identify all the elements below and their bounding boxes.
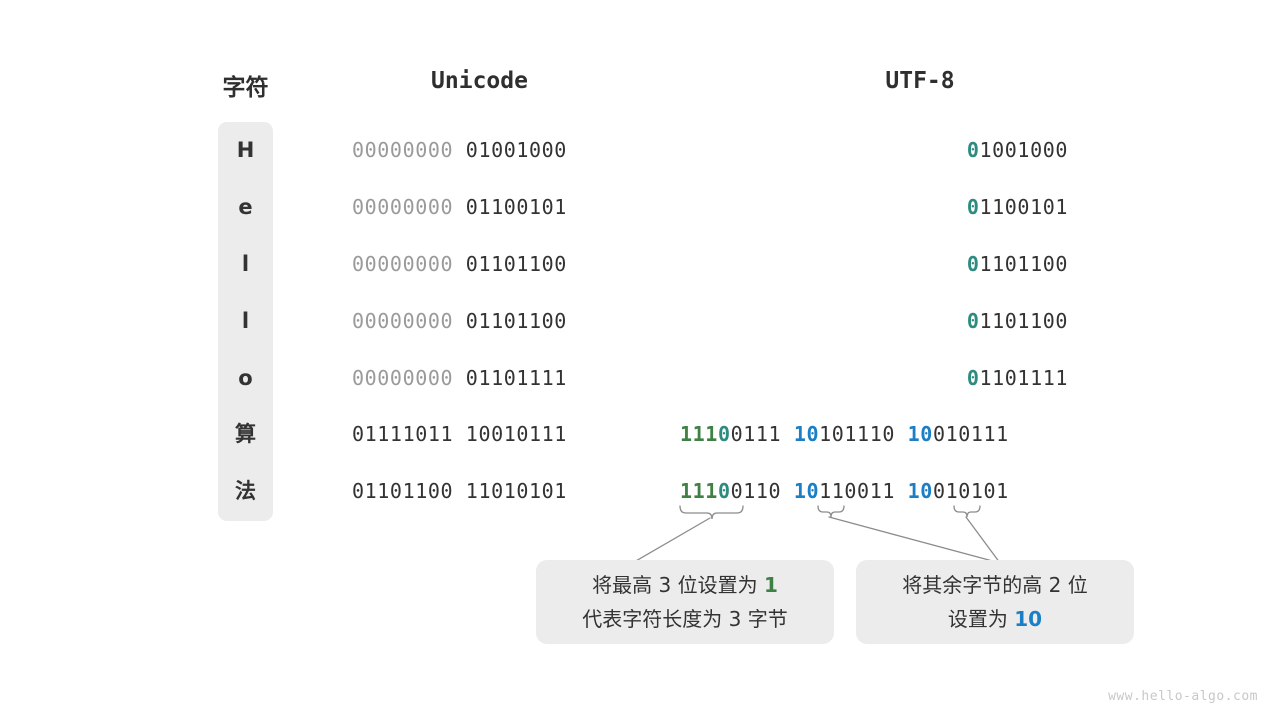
utf8-value: 01101100 [868, 252, 1068, 276]
callout-highlight-value: 10 [1014, 607, 1043, 631]
callout-line: 代表字符长度为 3 字节 [582, 607, 788, 631]
unicode-sep [453, 309, 466, 333]
utf8-payload-bits: 1101100 [979, 252, 1068, 276]
unicode-sep [453, 479, 466, 503]
utf8-length-terminator-bit: 0 [717, 479, 731, 503]
unicode-low-byte: 01101100 [465, 309, 567, 333]
unicode-sep [453, 252, 466, 276]
unicode-high-byte: 01101100 [352, 479, 454, 503]
column-header-utf8: UTF-8 [885, 68, 955, 94]
unicode-value: 01111011 10010111 [352, 422, 608, 446]
utf8-prefix-bit: 0 [966, 366, 980, 390]
callout-line: 设置为 10 [948, 602, 1042, 636]
column-header-character: 字符 [222, 75, 269, 101]
utf8-payload-bits: 010101 [932, 479, 1009, 503]
utf8-value: 11100110 10110011 10010101 [680, 479, 1070, 503]
utf8-continuation-prefix: 10 [907, 479, 933, 503]
utf8-payload-bits: 0110 [730, 479, 782, 503]
unicode-low-byte: 01101111 [465, 366, 567, 390]
utf8-sep [781, 479, 794, 503]
callout-text: 设置为 [947, 607, 1015, 631]
watermark: www.hello-algo.com [1108, 689, 1258, 704]
leader-line-callout-1 [628, 517, 711, 566]
utf8-length-marker-bits: 111 [680, 479, 718, 503]
unicode-value: 00000000 01100101 [352, 195, 608, 219]
character-cell: l [241, 252, 250, 276]
utf8-sep [781, 422, 794, 446]
unicode-high-byte: 00000000 [352, 309, 454, 333]
utf8-prefix-bit: 0 [966, 309, 980, 333]
utf8-payload-bits: 010111 [932, 422, 1009, 446]
unicode-sep [453, 138, 466, 162]
unicode-low-byte: 01101100 [465, 252, 567, 276]
utf8-payload-bits: 1101100 [979, 309, 1068, 333]
utf8-payload-bits: 101110 [819, 422, 895, 446]
unicode-value: 00000000 01101100 [352, 252, 608, 276]
unicode-value: 01101100 11010101 [352, 479, 608, 503]
utf8-prefix-bit: 0 [966, 252, 980, 276]
utf8-value: 01101111 [868, 366, 1068, 390]
utf8-length-marker-bits: 111 [680, 422, 718, 446]
callout-continuation-prefix: 将其余字节的高 2 位 设置为 10 [856, 560, 1134, 644]
unicode-value: 00000000 01101100 [352, 309, 608, 333]
utf8-payload-bits: 1001000 [979, 138, 1068, 162]
callout-line: 将最高 3 位设置为 1 [592, 568, 778, 602]
unicode-sep [453, 366, 466, 390]
brace-first-byte [679, 505, 744, 520]
unicode-low-byte: 10010111 [465, 422, 567, 446]
character-cell: e [238, 195, 253, 219]
character-column-panel [218, 122, 273, 521]
unicode-high-byte: 00000000 [352, 138, 454, 162]
utf8-length-terminator-bit: 0 [717, 422, 731, 446]
utf8-payload-bits: 1101111 [979, 366, 1068, 390]
utf8-continuation-prefix: 10 [793, 479, 820, 503]
utf8-payload-bits: 0111 [730, 422, 782, 446]
utf8-value: 01101100 [868, 309, 1068, 333]
leader-line-callout-2b [965, 516, 1001, 564]
unicode-low-byte: 11010101 [465, 479, 567, 503]
unicode-sep [453, 195, 466, 219]
unicode-sep [453, 422, 466, 446]
utf8-value: 01001000 [868, 138, 1068, 162]
callout-text: 将最高 3 位设置为 [592, 573, 764, 597]
character-cell: 算 [235, 422, 256, 446]
unicode-high-byte: 00000000 [352, 252, 454, 276]
column-header-unicode: Unicode [431, 68, 528, 94]
unicode-low-byte: 01001000 [465, 138, 567, 162]
callout-highlight-value: 1 [763, 573, 778, 597]
unicode-value: 00000000 01001000 [352, 138, 608, 162]
utf8-value: 11100111 10101110 10010111 [680, 422, 1070, 446]
character-cell: o [238, 366, 253, 390]
unicode-high-byte: 00000000 [352, 366, 454, 390]
unicode-high-byte: 00000000 [352, 195, 454, 219]
utf8-sep [895, 422, 908, 446]
brace-third-byte [953, 505, 981, 518]
character-cell: l [241, 309, 250, 333]
utf8-continuation-prefix: 10 [793, 422, 820, 446]
unicode-high-byte: 01111011 [352, 422, 454, 446]
utf8-payload-bits: 1100101 [979, 195, 1068, 219]
utf8-continuation-prefix: 10 [907, 422, 933, 446]
callout-length-marker: 将最高 3 位设置为 1 代表字符长度为 3 字节 [536, 560, 834, 644]
callout-line: 将其余字节的高 2 位 [902, 573, 1088, 597]
utf8-prefix-bit: 0 [966, 138, 980, 162]
unicode-value: 00000000 01101111 [352, 366, 608, 390]
character-cell: 法 [235, 479, 256, 503]
utf8-payload-bits: 110011 [819, 479, 895, 503]
leader-line-callout-2a [828, 516, 1001, 564]
brace-second-byte [817, 505, 845, 518]
utf8-prefix-bit: 0 [966, 195, 980, 219]
unicode-low-byte: 01100101 [465, 195, 567, 219]
character-cell: H [236, 138, 255, 162]
utf8-sep [895, 479, 908, 503]
utf8-value: 01100101 [868, 195, 1068, 219]
